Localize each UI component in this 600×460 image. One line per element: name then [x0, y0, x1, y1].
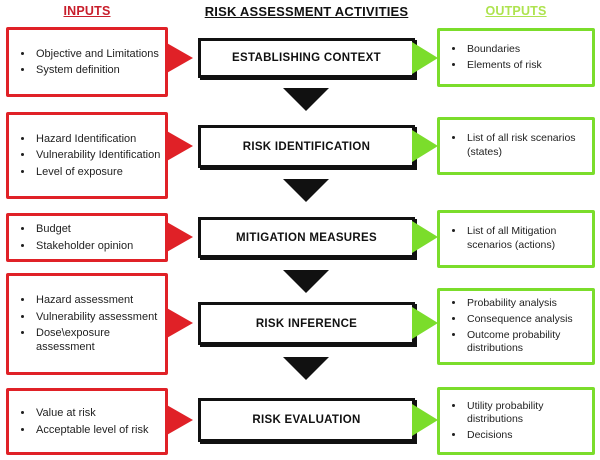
right-arrow-icon [165, 42, 193, 74]
output-box-risk-identification: List of all risk scenarios (states) [437, 117, 595, 175]
activity-box-mitigation-measures: MITIGATION MEASURES [198, 217, 415, 258]
input-box-risk-evaluation: Value at risk Acceptable level of risk [6, 388, 168, 455]
input-item: Stakeholder opinion [34, 239, 133, 253]
input-item: Value at risk [34, 406, 149, 420]
input-item: Dose\exposure assessment [34, 326, 165, 355]
input-item: System definition [34, 63, 159, 77]
outputs-column-header: OUTPUTS [485, 4, 547, 18]
activity-box-risk-identification: RISK IDENTIFICATION [198, 125, 415, 168]
input-box-risk-inference: Hazard assessment Vulnerability assessme… [6, 273, 168, 375]
output-item: List of all risk scenarios (states) [465, 132, 592, 159]
output-box-risk-inference: Probability analysis Consequence analysi… [437, 288, 595, 365]
down-arrow-icon [283, 179, 329, 202]
right-arrow-icon [412, 130, 438, 162]
output-item: Decisions [465, 429, 592, 443]
right-arrow-icon [165, 221, 193, 253]
output-item: Consequence analysis [465, 313, 592, 327]
right-arrow-icon [412, 42, 438, 74]
input-item: Vulnerability Identification [34, 148, 160, 162]
activity-box-risk-inference: RISK INFERENCE [198, 302, 415, 345]
output-item: Probability analysis [465, 297, 592, 311]
right-arrow-icon [412, 404, 438, 436]
right-arrow-icon [165, 130, 193, 162]
input-item: Objective and Limitations [34, 47, 159, 61]
output-box-establishing-context: Boundaries Elements of risk [437, 28, 595, 87]
activity-box-establishing-context: ESTABLISHING CONTEXT [198, 38, 415, 78]
output-item: Utility probability distributions [465, 400, 592, 427]
input-box-establishing-context: Objective and Limitations System definit… [6, 27, 168, 97]
inputs-column-header: INPUTS [63, 4, 111, 18]
output-item: Outcome probability distributions [465, 329, 592, 356]
input-item: Vulnerability assessment [34, 310, 165, 324]
down-arrow-icon [283, 270, 329, 293]
activities-column-header: RISK ASSESSMENT ACTIVITIES [204, 4, 409, 19]
input-box-mitigation-measures: Budget Stakeholder opinion [6, 213, 168, 262]
down-arrow-icon [283, 88, 329, 111]
output-box-risk-evaluation: Utility probability distributions Decisi… [437, 387, 595, 455]
output-item: List of all Mitigation scenarios (action… [465, 225, 592, 252]
right-arrow-icon [412, 221, 438, 253]
input-item: Acceptable level of risk [34, 423, 149, 437]
input-item: Budget [34, 222, 133, 236]
output-item: Elements of risk [465, 59, 542, 73]
right-arrow-icon [165, 404, 193, 436]
output-box-mitigation-measures: List of all Mitigation scenarios (action… [437, 210, 595, 268]
output-item: Boundaries [465, 43, 542, 57]
input-item: Hazard Identification [34, 132, 160, 146]
input-item: Level of exposure [34, 165, 160, 179]
right-arrow-icon [412, 307, 438, 339]
input-item: Hazard assessment [34, 293, 165, 307]
down-arrow-icon [283, 357, 329, 380]
input-box-risk-identification: Hazard Identification Vulnerability Iden… [6, 112, 168, 199]
right-arrow-icon [165, 307, 193, 339]
activity-box-risk-evaluation: RISK EVALUATION [198, 398, 415, 442]
